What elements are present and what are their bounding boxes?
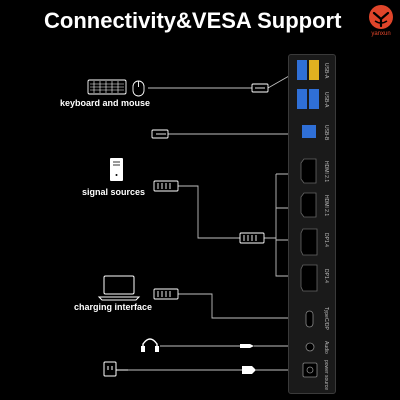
hdmi-port-1 <box>300 158 317 184</box>
port-graphics <box>297 60 319 378</box>
dp-port-2 <box>300 264 318 292</box>
pc-tower-icon <box>110 158 123 181</box>
port-label-audio: Audio <box>323 341 329 354</box>
usb-a-port-1-blue <box>297 60 307 80</box>
hdmi-port-2 <box>300 192 317 218</box>
brand-logo: yanxun <box>366 4 396 44</box>
port-label-dp-1: DP1.4 <box>323 233 329 247</box>
label-keyboard-mouse: keyboard and mouse <box>60 98 151 108</box>
port-label-dp-2: DP1.4 <box>323 269 329 283</box>
usb-b-port <box>302 125 316 138</box>
hdmi-splitter-icon <box>239 232 265 244</box>
dp-port-1 <box>300 228 318 256</box>
audio-plug-icon <box>240 344 254 348</box>
type-c-port <box>305 310 314 328</box>
usb-a-port-2-blue <box>297 89 307 109</box>
audio-port <box>305 342 315 352</box>
port-label-type-c: TypeC/DP <box>323 307 329 330</box>
line-charging <box>178 293 304 319</box>
mouse-icon <box>132 80 145 97</box>
port-label-usb-a-2: USB-A <box>323 92 329 108</box>
label-charging-interface: charging interface <box>74 302 153 312</box>
usb-plug-icon <box>251 83 269 93</box>
page-title: Connectivity&VESA Support <box>44 8 342 33</box>
logo-icon <box>369 5 393 29</box>
usb-b-plug-icon <box>151 129 169 139</box>
usb-a-port-1-yellow <box>309 60 319 80</box>
port-label-usb-b: USB-B <box>323 125 329 141</box>
laptop-icon <box>97 275 141 301</box>
type-c-plug-icon <box>153 288 179 300</box>
usb-a-port-2-blue-b <box>309 89 319 109</box>
monitor-io-panel: USB-A USB-A USB-B HDMI 2.1 HDMI 2.1 DP1.… <box>288 54 336 394</box>
port-label-hdmi-2: HDMI 2.1 <box>323 195 329 217</box>
power-adapter-icon <box>103 361 128 377</box>
logo-text: yanxun <box>371 31 391 37</box>
headphones-icon <box>141 338 159 352</box>
power-plug-icon <box>242 366 256 374</box>
port-label-usb-a-1: USB-A <box>323 63 329 79</box>
port-label-hdmi-1: HDMI 2.1 <box>323 161 329 183</box>
port-label-power: power source <box>323 360 329 391</box>
keyboard-icon <box>87 79 127 95</box>
line-signal-source <box>178 185 240 239</box>
label-signal-sources: signal sources <box>82 187 146 197</box>
power-port <box>302 362 318 378</box>
hdmi-plug-icon <box>153 180 179 192</box>
